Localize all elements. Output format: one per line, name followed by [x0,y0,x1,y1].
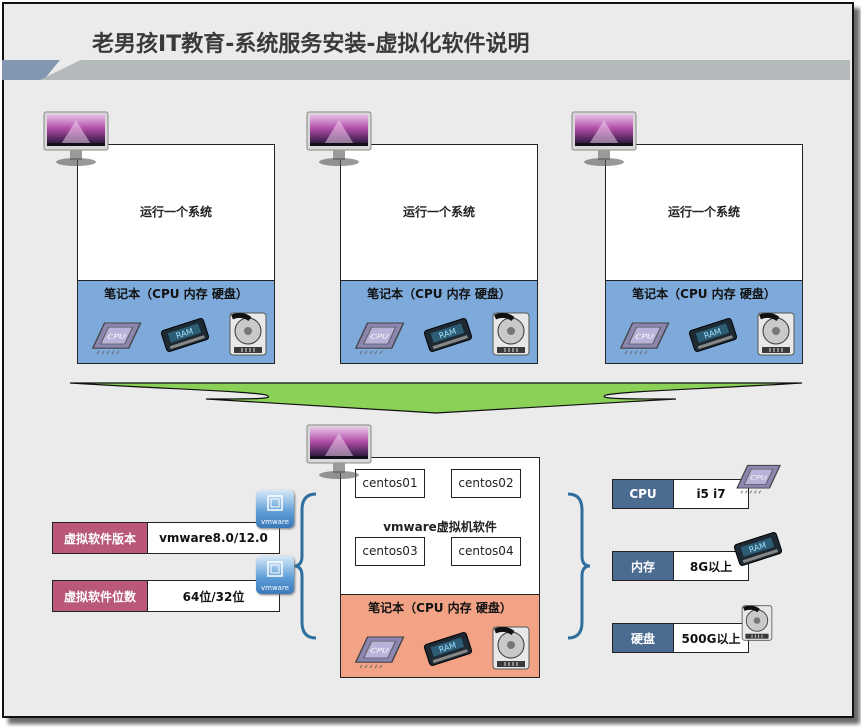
software-version-row: 虚拟软件版本 vmware8.0/12.0 [52,522,280,554]
software-bits-row: 虚拟软件位数 64位/32位 [52,580,280,612]
hardware-section: 笔记本（CPU 内存 硬盘） [606,280,802,363]
hardware-section: 笔记本（CPU 内存 硬盘） [78,280,274,363]
left-brace [293,492,317,640]
hardware-label: 笔记本（CPU 内存 硬盘） [104,287,248,301]
imac-icon [303,110,375,168]
hard-disk-icon [740,604,774,642]
slide-title: 老男孩IT教育-系统服务安装-虚拟化软件说明 [92,32,530,57]
hardware-label: 笔记本（CPU 内存 硬盘） [632,287,776,301]
run-system-label: 运行一个系统 [667,205,740,219]
ram-module-icon [732,531,784,571]
title-band [40,60,850,80]
vmware-software-label: vmware虚拟机软件 [383,520,497,534]
imac-icon [568,110,640,168]
vm-centos04[interactable]: centos04 [451,537,521,566]
hardware-section: 笔记本（CPU 内存 硬盘） [341,280,537,363]
laptop-panel-3: 运行一个系统 笔记本（CPU 内存 硬盘） [605,144,803,364]
software-version-value: vmware8.0/12.0 [148,523,279,553]
spec-label: 硬盘 [613,624,674,652]
ram-module-icon [422,631,474,671]
run-system-label: 运行一个系统 [402,205,475,219]
spec-row-disk: 硬盘 500G以上 [612,623,749,653]
vmware-icon: vmware [256,556,294,594]
vm-centos01[interactable]: centos01 [355,469,425,498]
spec-row-memory: 内存 8G以上 [612,551,749,581]
spec-value: i5 i7 [674,480,748,508]
spec-label: 内存 [613,552,674,580]
cpu-chip-icon [353,631,405,671]
software-version-label: 虚拟软件版本 [53,523,148,553]
merge-arrow [69,382,803,414]
vmware-icon-text: vmware [260,518,289,526]
vm-host-panel: centos01 centos02 vmware虚拟机软件 centos03 c… [340,457,540,678]
imac-icon [303,423,375,481]
hardware-label: 笔记本（CPU 内存 硬盘） [368,601,512,615]
cpu-chip-icon [353,317,405,357]
ram-module-icon [159,317,211,357]
spec-label: CPU [613,480,674,508]
vmware-icon-text: vmware [260,584,289,592]
vm-centos02[interactable]: centos02 [451,469,521,498]
spec-value: 8G以上 [674,552,748,580]
run-system-label: 运行一个系统 [139,205,212,219]
cpu-chip-icon [618,317,670,357]
software-bits-label: 虚拟软件位数 [53,581,148,611]
imac-icon [40,110,112,168]
cpu-chip-icon [90,317,142,357]
laptop-panel-1: 运行一个系统 笔记本（CPU 内存 硬盘） [77,144,275,364]
ram-module-icon [687,317,739,357]
laptop-panel-2: 运行一个系统 笔记本（CPU 内存 硬盘） [340,144,538,364]
hardware-section: 笔记本（CPU 内存 硬盘） [341,594,539,677]
hard-disk-icon [756,311,796,357]
spec-row-cpu: CPU i5 i7 [612,479,749,509]
hardware-label: 笔记本（CPU 内存 硬盘） [367,287,511,301]
hard-disk-icon [491,311,531,357]
spec-value: 500G以上 [674,624,748,652]
cpu-chip-icon [734,460,782,496]
vmware-icon: vmware [256,490,294,528]
ram-module-icon [422,317,474,357]
hard-disk-icon [228,311,268,357]
hard-disk-icon [491,625,531,671]
right-brace [567,492,591,640]
vm-centos03[interactable]: centos03 [355,537,425,566]
title-band-accent [2,60,60,80]
